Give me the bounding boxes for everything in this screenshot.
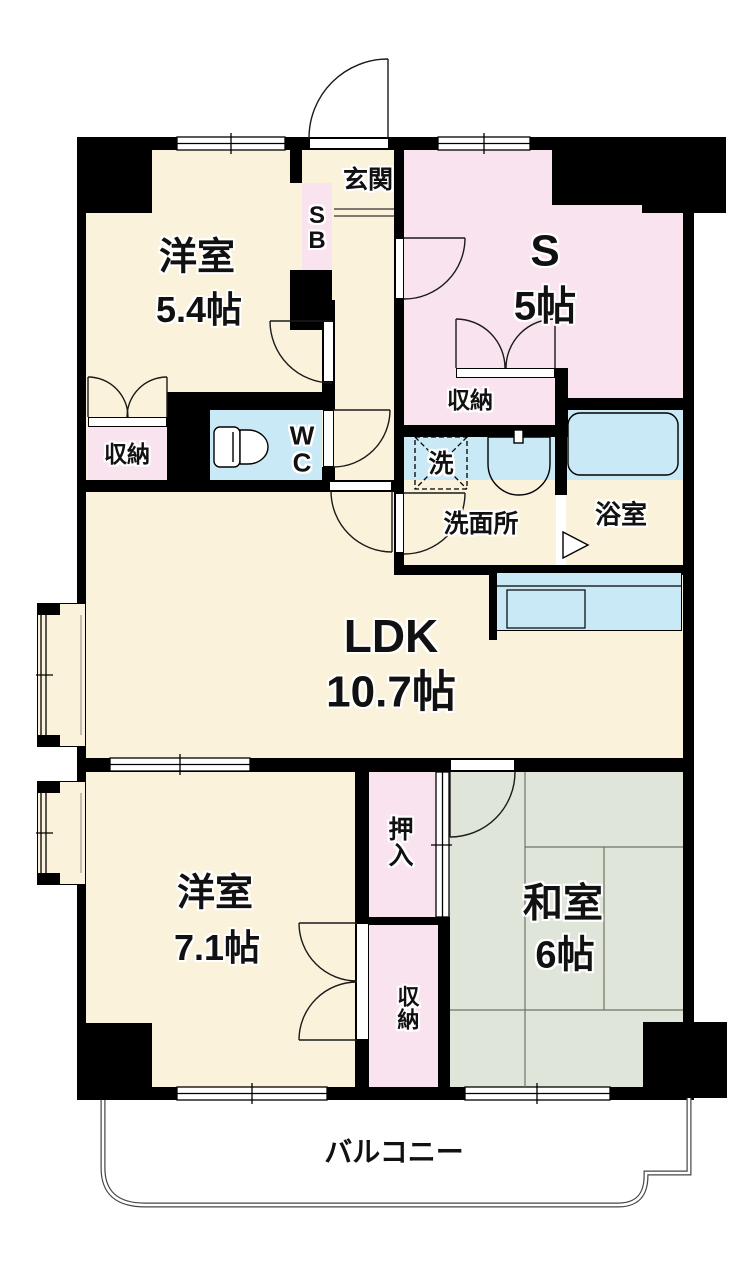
hall-ldk-door-opening — [329, 481, 392, 491]
washroom-label: 洗面所 — [443, 510, 519, 538]
laundry-label: 洗 — [428, 450, 454, 478]
wall-left-lower — [77, 885, 86, 1100]
closet-service-opening — [456, 368, 555, 378]
shoebox-label: SB — [308, 201, 326, 254]
wall-wc-top — [195, 392, 335, 410]
wall-ldk-top-left — [77, 480, 395, 492]
wall-western1-hall-upper — [290, 150, 302, 183]
oshiire-label: 押入 — [385, 816, 413, 868]
closet-western1-fill — [88, 427, 167, 482]
bay1-cap-bottom — [37, 735, 60, 747]
pillar-top-left — [77, 137, 152, 213]
bay-window-ldk — [37, 603, 86, 747]
wall-closetS-bottom — [394, 425, 568, 437]
wall-closet2-japanese — [438, 917, 450, 1090]
wall-hall-right — [394, 150, 404, 575]
japanese-door-opening — [450, 759, 515, 771]
closet-western1-label: 収納 — [104, 441, 150, 468]
room-label-western1-size: 5.4帖 — [155, 288, 243, 330]
bay-window-western2 — [37, 781, 86, 885]
bath-door-opening — [556, 495, 566, 565]
room-label-western2-size: 7.1帖 — [173, 926, 261, 968]
entrance-door-swing — [308, 58, 389, 139]
service-door-opening — [395, 238, 404, 299]
room-label-western2-name: 洋室 — [176, 872, 254, 915]
bay1-cap-top — [37, 603, 60, 615]
wall-closet1-wc-gap — [167, 392, 210, 482]
wall-ldk-bottom — [77, 758, 694, 772]
closet-service-label: 収納 — [447, 387, 493, 414]
room-label-japanese-size: 6帖 — [535, 934, 595, 977]
wall-oshiire-closet-divider — [355, 917, 450, 925]
entrance-threshold — [309, 138, 389, 149]
wall-ldk-top-right — [394, 565, 694, 575]
closet-western1-opening — [88, 417, 167, 427]
wall-bottom — [77, 1087, 694, 1100]
room-label-western1-name: 洋室 — [158, 236, 236, 279]
oshiire-closet-fill — [369, 772, 448, 1090]
washroom-door-opening — [395, 493, 404, 553]
toilet-label: WC — [289, 420, 315, 478]
room-label-service-size: 5帖 — [513, 284, 577, 329]
balcony-label: バルコニー — [324, 1136, 464, 1168]
shoebox-fill — [302, 183, 332, 270]
wall-kitchen-stub — [489, 573, 497, 640]
pillar-top-right-step — [642, 137, 726, 213]
room-label-japanese-name: 和室 — [523, 881, 603, 926]
bay2-cap-top — [37, 781, 60, 793]
bathroom-label: 浴室 — [594, 499, 648, 530]
western1-door-opening — [323, 321, 334, 382]
kitchen-counter — [496, 572, 682, 631]
pillar-bottom-right — [643, 1022, 727, 1098]
wall-right — [683, 205, 694, 1025]
closet-western2-label: 収納 — [394, 985, 420, 1031]
wc-door-opening — [323, 410, 334, 467]
bay2-cap-bottom — [37, 873, 60, 885]
room-label-service-name: S — [530, 226, 560, 276]
room-label-ldk-name: LDK — [343, 610, 439, 663]
room-label-ldk-size: 10.7帖 — [326, 667, 456, 717]
closet-western2-opening — [356, 923, 369, 1040]
wall-left-upper — [77, 137, 86, 603]
entrance-label: 玄関 — [342, 166, 394, 194]
wall-service-bath — [555, 398, 694, 410]
wall-washroom-bath — [555, 410, 567, 495]
